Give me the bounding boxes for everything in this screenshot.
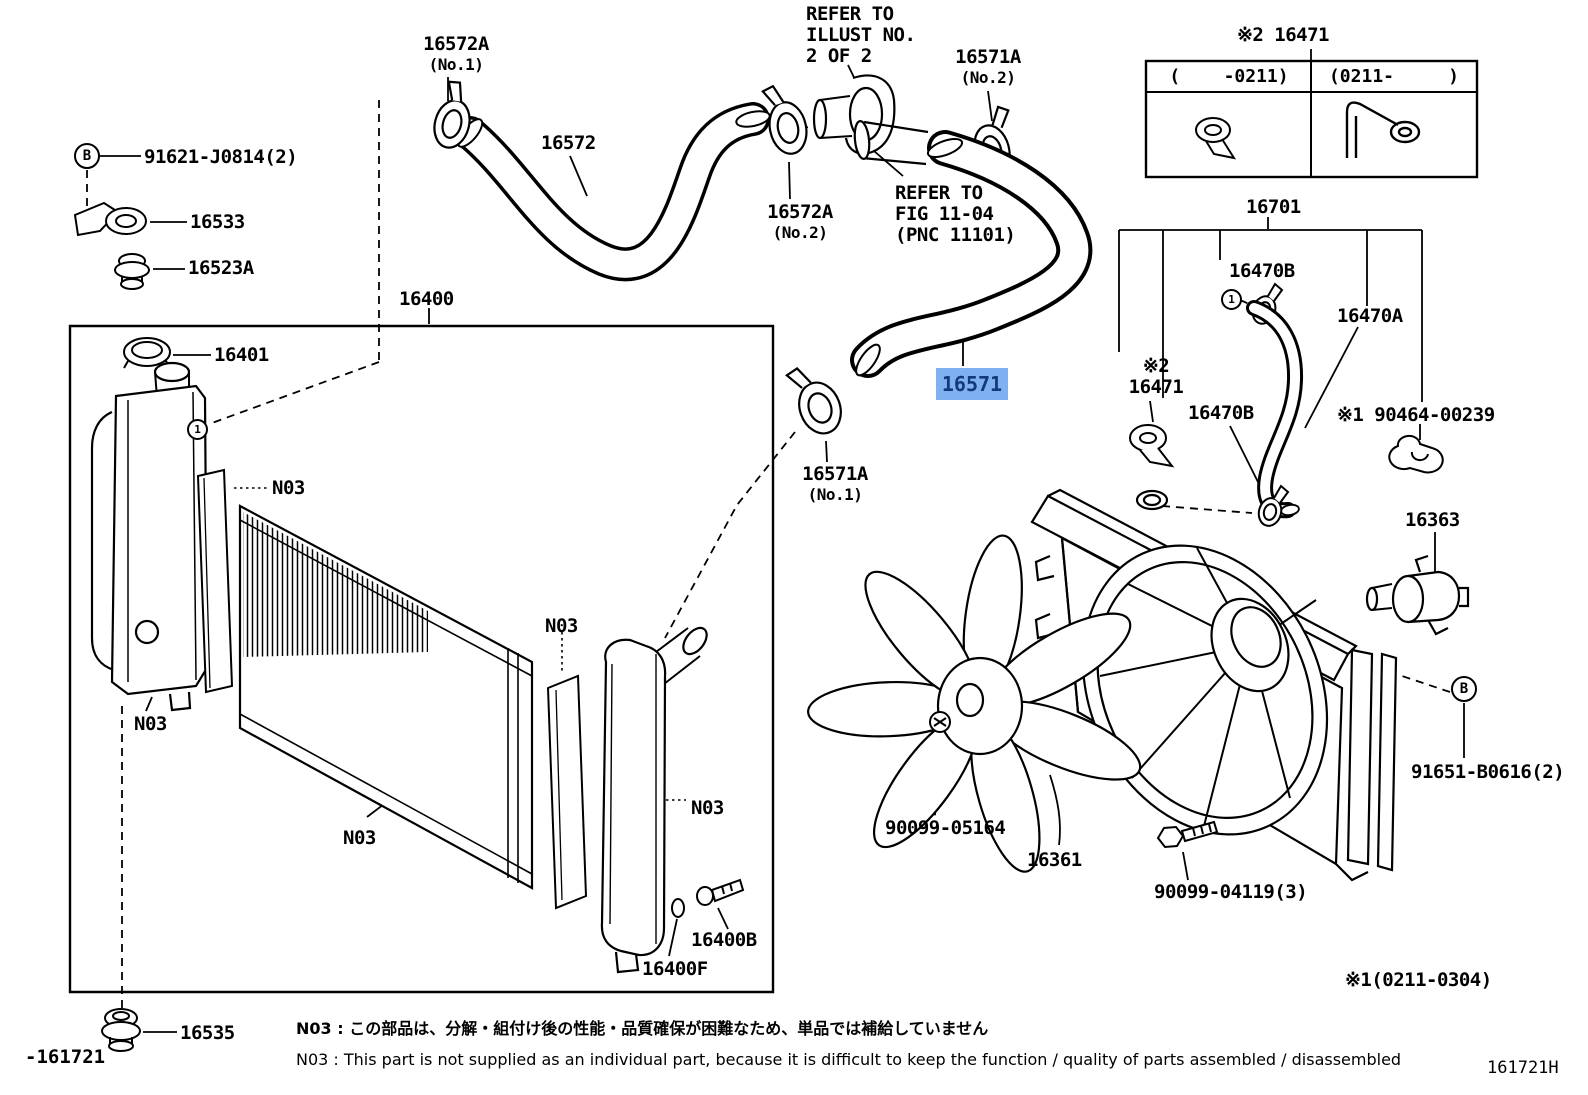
part-label-16571A-no1[interactable]: 16571A <box>802 463 868 485</box>
part-label-16533[interactable]: 16533 <box>190 211 245 233</box>
part-label-16572[interactable]: 16572 <box>541 132 596 154</box>
part-label-16400F[interactable]: 16400F <box>642 958 708 980</box>
part-label-16571A-no2[interactable]: 16571A <box>955 46 1021 68</box>
variant-table <box>1144 59 1479 179</box>
variant-clip-early-drawing <box>1195 117 1237 160</box>
engine-pipe-stub-drawing <box>853 119 929 166</box>
clamp-16571A-no1-drawing[interactable] <box>785 359 848 439</box>
part-label-16401[interactable]: 16401 <box>214 344 269 366</box>
part-label-91651-B0616[interactable]: 91651-B0616(2) <box>1411 761 1565 783</box>
part-label-16470A[interactable]: 16470A <box>1337 305 1403 327</box>
part-label-16471-top[interactable]: ※2 16471 <box>1237 24 1330 46</box>
fan-shroud-16701-drawing[interactable] <box>1030 488 1398 882</box>
part-sublabel-no2-b: (No.2) <box>772 223 828 242</box>
part-sublabel-no2-a: (No.2) <box>960 68 1016 87</box>
part-label-16470B-upper[interactable]: 16470B <box>1229 260 1295 282</box>
n03-label-2: N03 <box>545 615 578 637</box>
note-n03-japanese: N03 : この部品は、分解・組付け後の性能・品質確保が困難なため、単品では補給… <box>296 1019 989 1038</box>
annotation-refer-illust: REFER TO ILLUST NO. 2 OF 2 <box>806 3 916 67</box>
part-label-16361[interactable]: 16361 <box>1027 849 1082 871</box>
part-label-16571-highlighted[interactable]: 16571 <box>936 368 1008 400</box>
variant-pipe-late-drawing <box>1345 101 1421 158</box>
part-label-90464-00239[interactable]: ※1 90464-00239 <box>1337 404 1495 426</box>
n03-label-5: N03 <box>343 827 376 849</box>
part-label-16400[interactable]: 16400 <box>399 288 454 310</box>
gasket-n03-left-drawing[interactable] <box>196 468 234 694</box>
bolt-90099-04119-drawing[interactable] <box>1156 820 1219 849</box>
clip-16471-drawing[interactable] <box>1129 424 1175 468</box>
callout-b-right: B <box>1451 676 1477 702</box>
clamp-16572A-no1-drawing[interactable] <box>429 79 479 152</box>
part-label-90099-05164[interactable]: 90099-05164 <box>885 817 1006 839</box>
radiator-assembly-box <box>68 324 775 994</box>
bracket-16533-drawing[interactable] <box>73 201 147 237</box>
note-n03-english: N03 : This part is not supplied as an in… <box>296 1050 1402 1069</box>
part-label-16572A-no2[interactable]: 16572A <box>767 201 833 223</box>
part-label-16572A-no1[interactable]: 16572A <box>423 33 489 55</box>
inlet-tank-drawing[interactable] <box>90 361 209 712</box>
part-sublabel-no1-b: (No.1) <box>807 485 863 504</box>
callout-one-box: 1 <box>187 419 208 440</box>
hose-16572-drawing[interactable] <box>453 102 771 282</box>
part-label-16523A[interactable]: 16523A <box>188 257 254 279</box>
part-label-16470B-lower[interactable]: 16470B <box>1188 402 1254 424</box>
part-label-90099-04119[interactable]: 90099-04119(3) <box>1154 881 1308 903</box>
table-header-late: (0211- ) <box>1328 66 1460 87</box>
hose-16571-drawing[interactable] <box>850 130 1093 378</box>
part-label-16535[interactable]: 16535 <box>180 1022 235 1044</box>
gasket-n03-center-drawing[interactable] <box>546 674 588 910</box>
part-label-16471-mid[interactable]: ※2 16471 <box>1128 355 1184 398</box>
part-label-16701[interactable]: 16701 <box>1246 196 1301 218</box>
n03-label-1: N03 <box>272 477 305 499</box>
fan-16361-drawing[interactable] <box>806 532 1149 879</box>
part-label-91621-J0814[interactable]: 91621-J0814(2) <box>144 146 298 168</box>
clamp-16572A-no2-drawing[interactable] <box>761 81 811 157</box>
drain-cock-16400B-drawing[interactable] <box>696 878 745 906</box>
callout-b-left: B <box>74 143 100 169</box>
annotation-range-note: ※1(0211-0304) <box>1345 969 1492 991</box>
n03-label-3: N03 <box>134 713 167 735</box>
footer-figure-code: 161721H <box>1487 1058 1559 1078</box>
outlet-tank-drawing[interactable] <box>600 624 711 974</box>
annotation-refer-fig: REFER TO FIG 11-04 (PNC 11101) <box>895 182 1016 246</box>
part-sublabel-no1: (No.1) <box>428 55 484 74</box>
part-label-16400B[interactable]: 16400B <box>691 929 757 951</box>
leader-lines <box>100 49 1465 1033</box>
nut-90099-05164-drawing[interactable] <box>929 711 951 733</box>
callout-one-clamp: 1 <box>1221 289 1242 310</box>
table-header-early: ( -0211) <box>1169 66 1289 87</box>
grommet-16535-drawing[interactable] <box>101 1008 141 1052</box>
n03-label-4: N03 <box>691 797 724 819</box>
part-label-16363[interactable]: 16363 <box>1405 509 1460 531</box>
footer-page-code: -161721 <box>25 1046 106 1068</box>
hose-16470A-drawing[interactable] <box>1246 300 1304 519</box>
radiator-core-drawing[interactable] <box>238 504 534 890</box>
clip-90464-drawing[interactable] <box>1388 434 1444 474</box>
grommet-16523A-drawing[interactable] <box>114 253 150 290</box>
motor-16363-drawing[interactable] <box>1365 554 1470 636</box>
radiator-cap-16401-drawing[interactable] <box>123 337 171 369</box>
clamp-16470B-lower-drawing[interactable] <box>1256 484 1290 528</box>
oring-16400F-drawing[interactable] <box>671 898 685 918</box>
